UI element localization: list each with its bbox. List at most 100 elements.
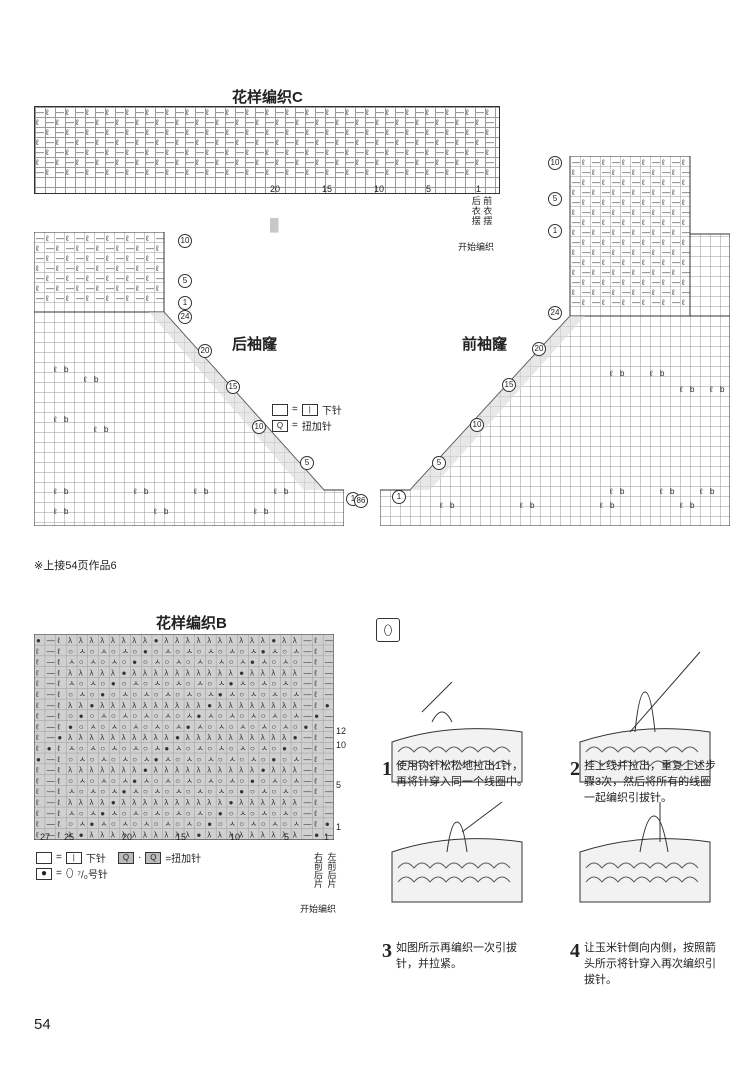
chart-symbol: ○ xyxy=(186,679,191,688)
chart-symbol: ● xyxy=(218,690,223,699)
chart-symbol: — xyxy=(46,244,54,253)
chart-symbol: ℓ xyxy=(661,158,665,167)
chart-symbol: λ xyxy=(100,830,104,839)
chart-symbol: — xyxy=(46,264,54,273)
chart-symbol: ㅅ xyxy=(68,809,75,818)
chart-symbol: — xyxy=(47,809,55,818)
chart-symbol: — xyxy=(386,138,394,147)
chart-symbol: ○ xyxy=(164,679,169,688)
chart-symbol: ℓ xyxy=(671,228,675,237)
chart-symbol: λ xyxy=(239,636,243,645)
chart-symbol: — xyxy=(316,108,324,117)
chart-symbol: — xyxy=(156,128,164,137)
chart-symbol: ℓ xyxy=(235,118,239,127)
chart-symbol: ○ xyxy=(111,755,116,764)
chart-symbol: — xyxy=(672,238,680,247)
chart-symbol: ℓ xyxy=(621,218,625,227)
chart-symbol: ℓ xyxy=(53,487,57,496)
chart-symbol: ㅅ xyxy=(154,722,161,731)
chart-symbol: ℓ xyxy=(85,108,89,117)
chart-symbol: ● xyxy=(154,636,159,645)
chart-symbol: ℓ xyxy=(385,148,389,157)
chart-symbol: — xyxy=(36,274,44,283)
chart-symbol: ℓ xyxy=(313,766,317,775)
chart-symbol: ℓ xyxy=(425,128,429,137)
chart-symbol: ㅅ xyxy=(207,712,214,721)
chart-symbol: ℓ xyxy=(679,385,683,394)
chart-symbol: ℓ xyxy=(45,168,49,177)
chart-symbol: ℓ xyxy=(325,148,329,157)
chart-symbol: — xyxy=(602,248,610,257)
row-mark: 1 xyxy=(392,490,406,504)
chart-symbol: ℓ xyxy=(571,228,575,237)
chart-symbol: ○ xyxy=(111,647,116,656)
chart-symbol: ℓ xyxy=(55,158,59,167)
chart-symbol: — xyxy=(216,108,224,117)
chart-symbol: λ xyxy=(218,701,222,710)
row-mark: 10 xyxy=(470,418,484,432)
chart-symbol: λ xyxy=(100,668,104,677)
chart-symbol: — xyxy=(336,168,344,177)
chart-symbol: ㅅ xyxy=(197,679,204,688)
chart-symbol: ℓ xyxy=(621,258,625,267)
chart-symbol: — xyxy=(642,248,650,257)
chart-symbol: ㅅ xyxy=(207,647,214,656)
chart-symbol: — xyxy=(286,138,294,147)
chart-symbol: ㅅ xyxy=(271,776,278,785)
chart-symbol: — xyxy=(76,274,84,283)
chart-symbol: — xyxy=(56,274,64,283)
chart-symbol: — xyxy=(304,766,312,775)
chart-symbol: — xyxy=(176,148,184,157)
chart-symbol: — xyxy=(632,218,640,227)
chart-symbol: — xyxy=(346,138,354,147)
chart-symbol: ℓ xyxy=(193,487,197,496)
chart-symbol: — xyxy=(156,294,164,303)
chart-symbol: — xyxy=(136,294,144,303)
chart-symbol: ● xyxy=(154,755,159,764)
chart-symbol: ℓ xyxy=(285,128,289,137)
chart-symbol: — xyxy=(304,798,312,807)
chart-symbol: ℓ xyxy=(55,138,59,147)
chart-symbol: — xyxy=(672,198,680,207)
chart-symbol: ℓ xyxy=(661,278,665,287)
chart-symbol: ℓ xyxy=(225,108,229,117)
chart-symbol: — xyxy=(325,658,333,667)
chart-symbol: — xyxy=(592,198,600,207)
chart-symbol: ㅅ xyxy=(229,820,236,829)
chart-symbol: — xyxy=(326,158,334,167)
chart-symbol: — xyxy=(446,158,454,167)
chart-symbol: ㅅ xyxy=(68,744,75,753)
chart-symbol: λ xyxy=(132,766,136,775)
chart-symbol: ℓ xyxy=(375,158,379,167)
chart-symbol: ㅅ xyxy=(90,744,97,753)
chart-symbol: ℓ xyxy=(35,766,39,775)
chart-symbol: — xyxy=(236,148,244,157)
legend-b-increase: Q · Q =扭加针 xyxy=(118,850,201,865)
chart-symbol: ℓ xyxy=(571,168,575,177)
chart-symbol: ㅅ xyxy=(100,712,107,721)
chart-symbol: λ xyxy=(229,830,233,839)
chart-symbol: b xyxy=(450,501,455,510)
chart-symbol: ℓ xyxy=(145,148,149,157)
chart-symbol: ℓ xyxy=(95,118,99,127)
chart-symbol: λ xyxy=(261,733,265,742)
chart-symbol: ℓ xyxy=(345,108,349,117)
chart-symbol: ℓ xyxy=(681,298,685,307)
chart-symbol: ℓ xyxy=(601,218,605,227)
chart-symbol: ℓ xyxy=(35,820,39,829)
chart-symbol: ○ xyxy=(250,744,255,753)
chart-symbol: ℓ xyxy=(681,178,685,187)
chart-symbol: ㅅ xyxy=(122,712,129,721)
chart-symbol: λ xyxy=(293,766,297,775)
chart-symbol: — xyxy=(66,118,74,127)
chart-symbol: ○ xyxy=(271,722,276,731)
legend-b-bobble: ● = ⬯ ⁷/₀号针 xyxy=(36,866,108,881)
chart-symbol: ㅅ xyxy=(271,647,278,656)
chart-symbol: ℓ xyxy=(601,158,605,167)
chart-symbol: ℓ xyxy=(313,820,317,829)
chart-symbol: λ xyxy=(175,668,179,677)
chart-symbol: — xyxy=(256,168,264,177)
chart-symbol: — xyxy=(56,128,64,137)
chart-symbol: — xyxy=(304,712,312,721)
chart-symbol: λ xyxy=(282,701,286,710)
